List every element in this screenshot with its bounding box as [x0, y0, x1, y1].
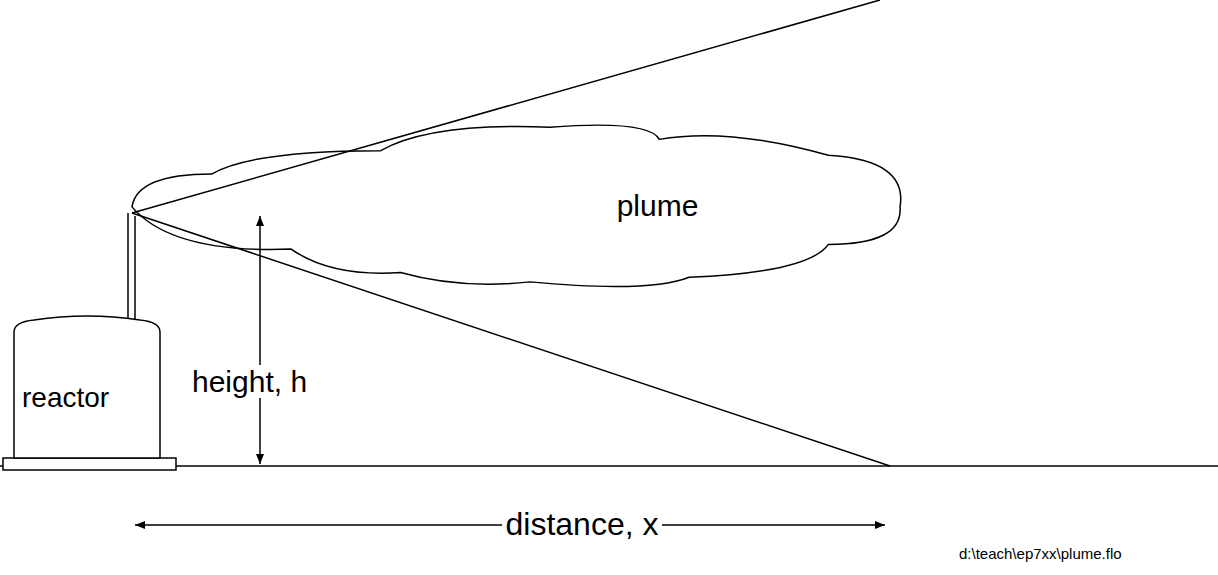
plume-cloud-outline [130, 115, 905, 295]
plume-cloud: plume [130, 115, 905, 295]
base-plate [3, 458, 176, 470]
node-text: plume [617, 189, 699, 222]
reactor-vessel-shape [14, 316, 160, 458]
plume-cloud-shape [132, 125, 901, 286]
ground-line [0, 465, 1218, 467]
plume-lower-spread [132, 213, 890, 466]
dimension-label: distance, x [502, 507, 663, 542]
stack-wall [134, 216, 136, 322]
height-arrow [259, 216, 261, 464]
stack-wall [127, 213, 129, 322]
reactor-vessel: reactor [14, 318, 160, 458]
node-text: reactor [22, 383, 109, 414]
dimension-label: height, h [188, 365, 311, 398]
plume-upper-spread [132, 0, 880, 213]
file-name-note: d:\teach\ep7xx\plume.flo [955, 546, 1126, 563]
